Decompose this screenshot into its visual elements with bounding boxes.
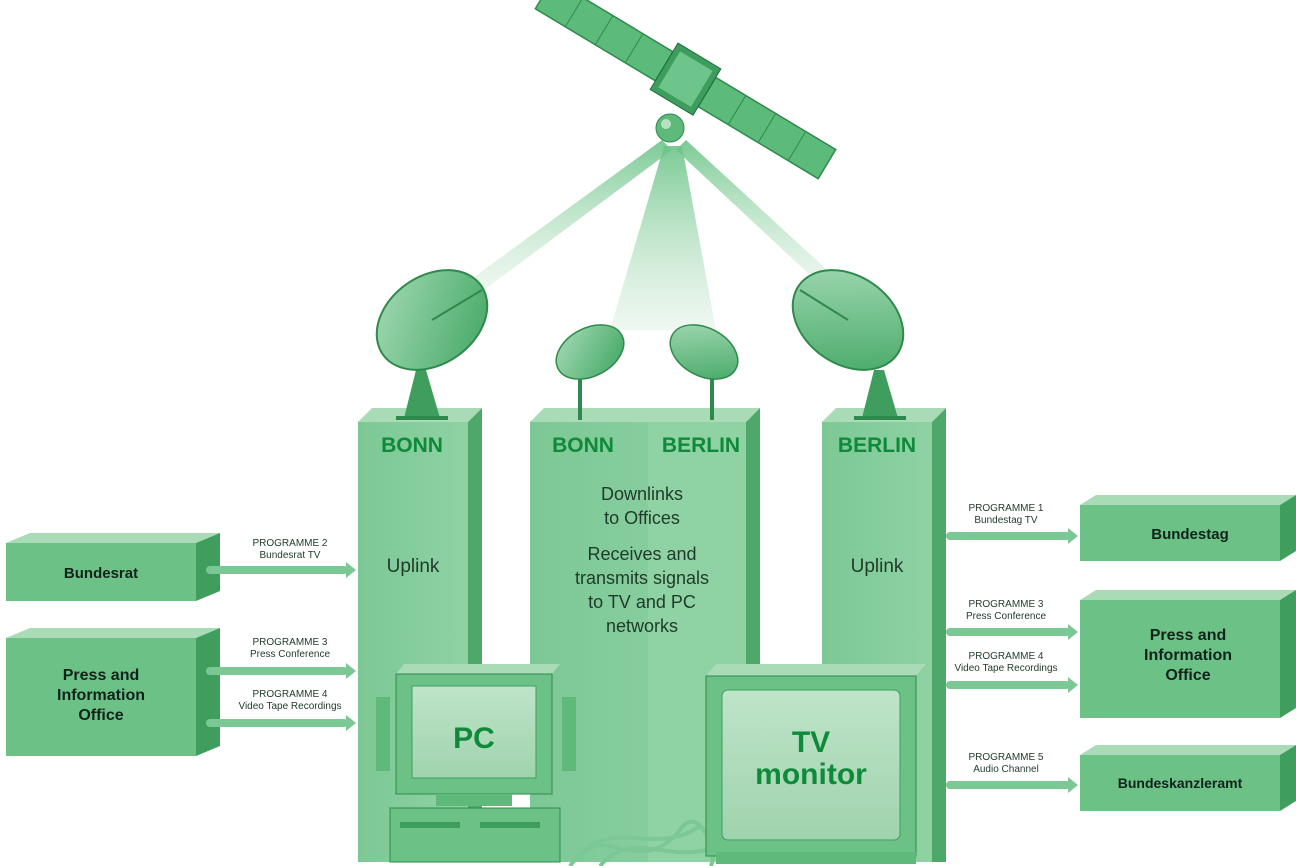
box-press-left-line3: Office: [78, 707, 123, 724]
arrow-programme-5: PROGRAMME 5 Audio Channel: [946, 752, 1078, 793]
box-press-right-line3: Office: [1165, 667, 1210, 684]
box-bundesrat-label: Bundesrat: [64, 565, 138, 582]
box-press-right-line2: Information: [1144, 647, 1232, 664]
arrow-programme-3-right: PROGRAMME 3 Press Conference: [946, 599, 1078, 640]
box-press-info-right: Press and Information Office: [1080, 590, 1296, 718]
tower-center-line2: to Offices: [604, 508, 680, 528]
dish-center-left-icon: [555, 324, 625, 420]
box-bundesrat: Bundesrat: [6, 533, 220, 601]
arrow-left-0-title: PROGRAMME 2: [252, 538, 327, 549]
dish-right-icon: [791, 269, 906, 420]
tower-center-line5: to TV and PC: [588, 592, 696, 612]
beam-right: [676, 140, 838, 290]
beam-center: [610, 146, 716, 330]
arrow-right-1-title: PROGRAMME 3: [968, 599, 1043, 610]
arrow-left-1-sub: Press Conference: [250, 649, 330, 660]
arrow-right-2-title: PROGRAMME 4: [968, 651, 1043, 662]
box-bundeskanzleramt: Bundeskanzleramt: [1080, 745, 1296, 811]
arrow-programme-3-left: PROGRAMME 3 Press Conference: [206, 637, 356, 679]
arrow-right-3-title: PROGRAMME 5: [968, 752, 1043, 763]
tv-label-line2: monitor: [755, 758, 867, 791]
tower-bonn-uplink: BONN Uplink: [358, 408, 482, 862]
arrow-right-1-sub: Press Conference: [966, 611, 1046, 622]
arrow-left-1-title: PROGRAMME 3: [252, 637, 327, 648]
dish-center-right-icon: [669, 324, 739, 420]
arrow-left-2-sub: Video Tape Recordings: [238, 701, 341, 712]
satellite-icon: [534, 0, 837, 180]
arrow-right-3-sub: Audio Channel: [973, 764, 1039, 775]
pc-label: PC: [453, 722, 495, 755]
arrow-programme-2: PROGRAMME 2 Bundesrat TV: [206, 538, 356, 578]
box-bundestag: Bundestag: [1080, 495, 1296, 561]
tower-center-header-left: BONN: [552, 434, 614, 457]
arrow-left-2-title: PROGRAMME 4: [252, 689, 327, 700]
arrow-right-0-sub: Bundestag TV: [974, 515, 1038, 526]
right-arrows: PROGRAMME 1 Bundestag TV PROGRAMME 3 Pre…: [946, 503, 1078, 793]
box-press-info-left: Press and Information Office: [6, 628, 220, 756]
box-press-left-line2: Information: [57, 687, 145, 704]
tower-left-label: Uplink: [387, 556, 440, 577]
box-press-left-line1: Press and: [63, 667, 139, 684]
box-kanzleramt-label: Bundeskanzleramt: [1118, 775, 1243, 791]
arrow-right-2-sub: Video Tape Recordings: [954, 663, 1057, 674]
signal-beams: [470, 140, 838, 330]
dish-left-icon: [375, 269, 489, 420]
tower-right-label: Uplink: [851, 556, 904, 577]
tower-right-header: BERLIN: [838, 434, 916, 457]
beam-left: [470, 140, 672, 290]
box-press-right-line1: Press and: [1150, 627, 1226, 644]
tower-center-line6: networks: [606, 616, 678, 636]
arrow-programme-1: PROGRAMME 1 Bundestag TV: [946, 503, 1078, 544]
arrow-right-0-title: PROGRAMME 1: [968, 503, 1043, 514]
tower-center-line1: Downlinks: [601, 484, 683, 504]
tower-center-header-right: BERLIN: [662, 434, 740, 457]
arrow-programme-4-left: PROGRAMME 4 Video Tape Recordings: [206, 689, 356, 731]
left-arrows: PROGRAMME 2 Bundesrat TV PROGRAMME 3 Pre…: [206, 538, 356, 731]
tower-center-line3: Receives and: [587, 544, 696, 564]
arrow-left-0-sub: Bundesrat TV: [260, 550, 321, 561]
arrow-programme-4-right: PROGRAMME 4 Video Tape Recordings: [946, 651, 1078, 693]
tv-monitor-icon: TV monitor: [705, 664, 926, 864]
tower-left-header: BONN: [381, 434, 443, 457]
box-bundestag-label: Bundestag: [1151, 526, 1229, 543]
pc-icon: PC: [376, 664, 576, 863]
tv-label-line1: TV: [792, 726, 830, 759]
tower-center-line4: transmits signals: [575, 568, 709, 588]
